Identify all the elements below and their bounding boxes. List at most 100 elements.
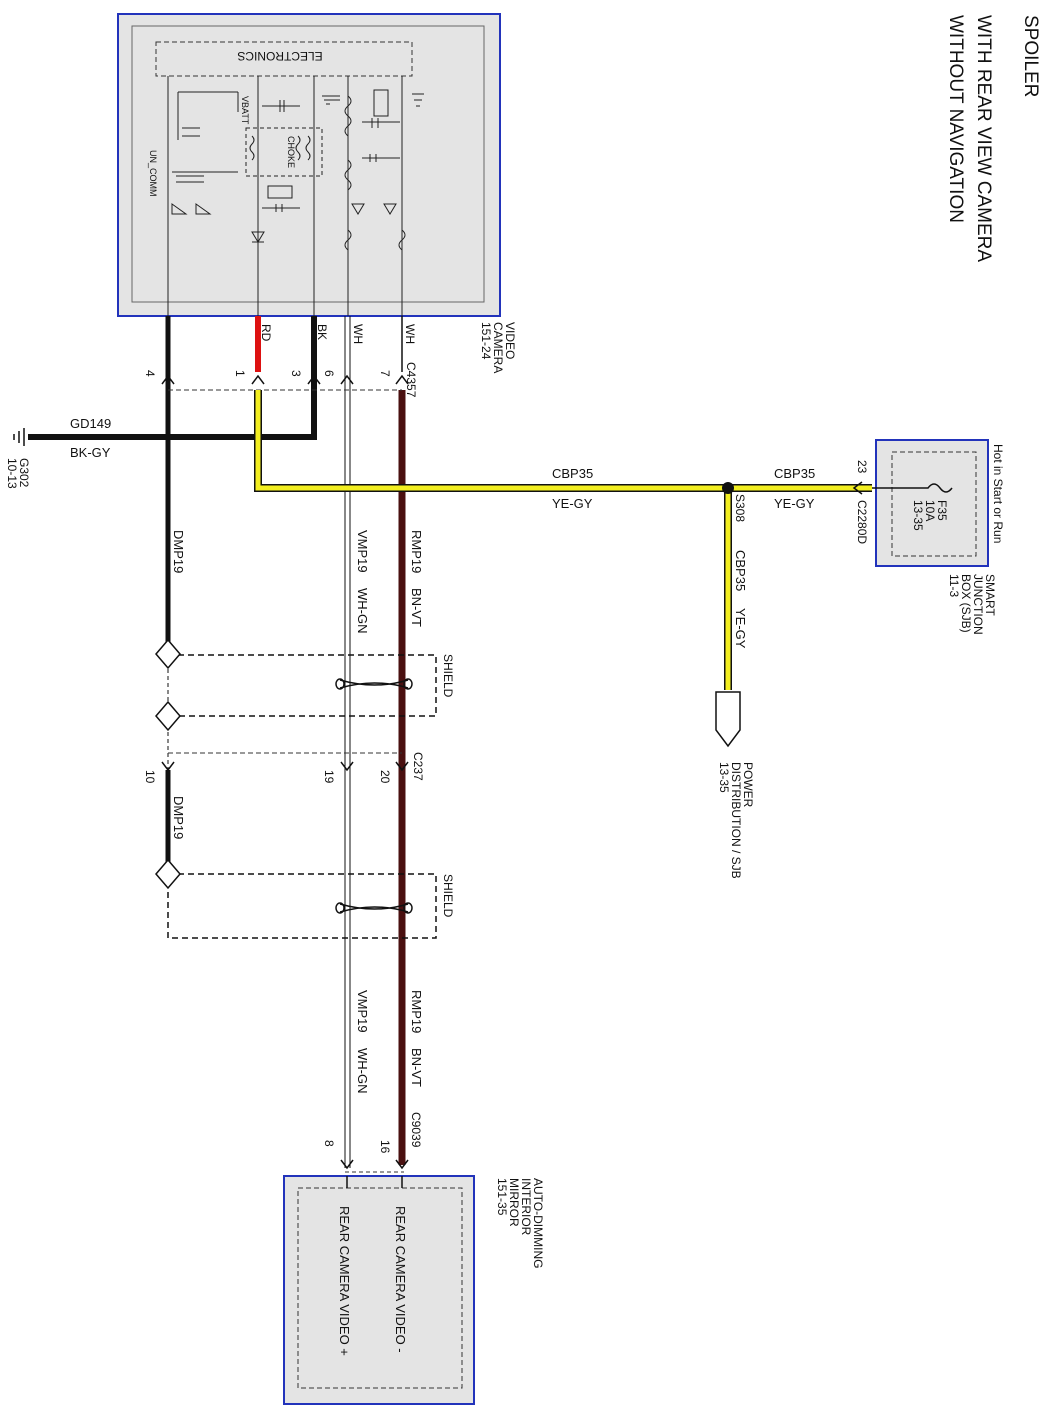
mirror-name-line-1: AUTO-DIMMING [531,1178,545,1268]
choke-label: CHOKE [286,136,296,168]
vmp19-upper-label: VMP19 [355,530,370,573]
power-dist-line-2: DISTRIBUTION / SJB [729,762,743,879]
video-camera-module: ELECTRONICS [117,13,517,373]
cbp35-left-label: CBP35 [552,466,593,481]
rmp19-upper-color: BN-VT [409,588,424,627]
sjb-name-line-2: JUNCTION [971,574,985,635]
shield-circuits: DMP19 VMP19 WH-GN RMP19 BN-VT SHIELD 10 … [143,530,455,1094]
pin-4: 4 [143,370,157,377]
wire-color-wh-pin6: WH [351,324,365,344]
pin-3: 3 [289,370,303,377]
lower-shield [167,873,437,939]
power-dist-line-3: 13-35 [717,762,731,793]
cbp35-right-label: CBP35 [774,466,815,481]
camera-internal-circuit [167,76,424,316]
fuse-icon [872,483,953,493]
diagram-title: SPOILER WITH REAR VIEW CAMERA WITHOUT NA… [945,15,1041,262]
ground-ref: 10-13 [5,458,19,489]
camera-name-line-3: 151-24 [479,322,493,360]
wire-color-wh-pin7: WH [403,324,417,344]
wire-color-rd: RD [259,324,273,342]
camera-box [117,13,501,317]
wire-wh-pin6 [344,316,351,1168]
vbatt-label: VBATT [240,96,250,125]
mirror-inner-dashed [297,1187,463,1389]
mirror-name-line-4: 151-35 [495,1178,509,1216]
c2280d-pin-arrow [852,481,863,495]
connector-c2280d-label: C2280D [855,500,869,544]
pin-20: 20 [378,770,392,784]
fuse-ref: 13-35 [911,500,925,531]
cbp35-right-color: YE-GY [774,496,815,511]
ground-name: G302 [17,458,31,488]
sjb-inner-dashed [891,451,977,557]
c9039-pin-arrows [340,1159,409,1170]
splice-s308-label: S308 [733,494,747,522]
cbp35-vertical-label: CBP35 [733,550,748,591]
mirror-name-line-2: INTERIOR [519,1178,533,1236]
connector-c9039-label: C9039 [409,1112,423,1148]
pin-8: 8 [322,1140,336,1147]
camera-name-line-1: VIDEO [503,322,517,359]
ground-icon [13,428,25,446]
shield-diamond-3 [155,858,181,890]
connector-c4357-label: C4357 [404,362,418,398]
dmp19-upper-label: DMP19 [171,530,186,573]
camera-wires: RD BK WH WH 4 1 3 6 7 C4357 [143,316,418,1168]
shield-diamond-1 [155,638,181,670]
rmp19-lower-label: RMP19 [409,990,424,1033]
pin-23: 23 [855,460,869,474]
sjb-name-line-3: BOX (SJB) [959,574,973,633]
upper-shield-label: SHIELD [441,654,455,698]
camera-inner-outline [131,25,485,303]
sjb-box [875,439,989,567]
mirror-module: 8 16 C9039 REAR CAMERA VIDEO - REAR CAME… [283,1112,545,1405]
cbp35-power-circuit: CBP35 YE-GY CBP35 YE-GY S308 CBP35 YE-GY… [254,390,872,879]
cbp35-left-color: YE-GY [552,496,593,511]
connector-c237-label: C237 [411,752,425,781]
mirror-box [283,1175,475,1405]
splice-s308 [722,482,734,494]
cbp35-vertical-color: YE-GY [733,608,748,649]
mirror-video-minus: REAR CAMERA VIDEO - [393,1206,408,1353]
un-comm-label: UN_COMM [148,150,158,197]
electronics-label: ELECTRONICS [237,49,322,63]
gd149-label: GD149 [70,416,111,431]
sjb-name-line-4: 11-3 [947,574,961,597]
pin-10: 10 [143,770,157,784]
sjb-name-line-1: SMART [983,574,997,616]
title-line-3: WITHOUT NAVIGATION [945,15,966,223]
rmp19-lower-color: BN-VT [409,1048,424,1087]
c237-pin-arrows [161,761,409,772]
dmp19-lower-label: DMP19 [171,796,186,839]
pin-1: 1 [233,370,247,377]
wire-cbp35 [255,390,872,491]
smart-junction-box: Hot in Start or Run F35 10A 13-35 SMART … [852,439,1005,635]
shield-diamond-2 [155,700,181,732]
fuse-amps: 10A [923,500,937,521]
fuse-name: F35 [935,500,949,521]
vmp19-lower-color: WH-GN [355,1048,370,1094]
gd149-color-label: BK-GY [70,445,111,460]
electronics-block [155,41,413,77]
rmp19-upper-label: RMP19 [409,530,424,573]
wire-color-bk: BK [315,324,329,340]
pin-7: 7 [378,370,392,377]
title-line-2: WITH REAR VIEW CAMERA [973,15,994,262]
mirror-name-line-3: MIRROR [507,1178,521,1227]
camera-name-line-2: CAMERA [491,322,505,373]
sjb-hot-label: Hot in Start or Run [991,444,1005,543]
vmp19-lower-label: VMP19 [355,990,370,1033]
vmp19-upper-color: WH-GN [355,588,370,634]
pin-16: 16 [378,1140,392,1154]
c4357-pin-arrows [161,374,409,385]
power-dist-line-1: POWER [741,762,755,808]
pin-6: 6 [322,370,336,377]
title-line-1: SPOILER [1020,15,1041,97]
pin-19: 19 [322,770,336,784]
mirror-video-plus: REAR CAMERA VIDEO + [337,1206,352,1356]
power-distribution-arrow [715,691,741,748]
lower-shield-label: SHIELD [441,874,455,918]
ground-circuit: GD149 BK-GY G302 10-13 [5,416,317,489]
